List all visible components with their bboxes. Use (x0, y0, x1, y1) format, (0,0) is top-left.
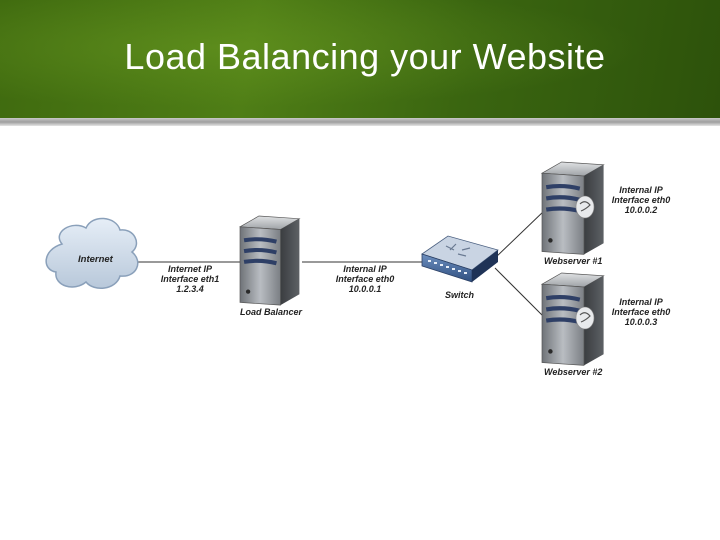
disc-icon (575, 195, 595, 219)
slide-title: Load Balancing your Website (124, 36, 606, 77)
load-balancer-label: Load Balancer (240, 307, 303, 317)
switch-label: Switch (445, 290, 475, 300)
switch-icon (421, 235, 499, 283)
webserver2-label: Webserver #2 (544, 367, 603, 377)
header-divider (0, 118, 720, 126)
link-switch-ws2 (494, 267, 546, 319)
webserver1-label: Webserver #1 (544, 256, 603, 266)
webserver1-ip-label: Internal IP Interface eth0 10.0.0.2 (611, 185, 671, 215)
internet-label: Internet (78, 254, 113, 265)
slide-header (0, 0, 720, 118)
webserver2-ip-label: Internal IP Interface eth0 10.0.0.3 (611, 297, 671, 327)
cloud-icon (45, 217, 139, 289)
disc-icon (575, 306, 595, 330)
server-icon (240, 216, 299, 305)
link-switch-ws1 (494, 209, 546, 259)
internet-ip-label: Internet IP Interface eth1 1.2.3.4 (160, 264, 220, 294)
server-icon (542, 162, 604, 254)
server-icon (542, 273, 604, 365)
lb-internal-ip-label: Internal IP Interface eth0 10.0.0.1 (335, 264, 395, 294)
header-glow (0, 0, 720, 118)
